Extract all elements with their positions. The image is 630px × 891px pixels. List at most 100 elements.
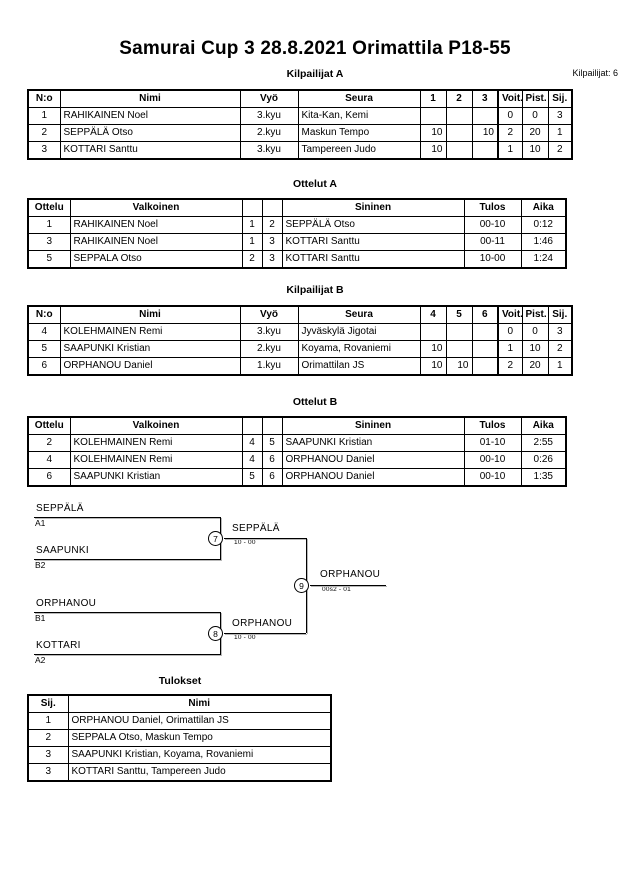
col-time: Aika: [520, 416, 567, 435]
cell-match-3: [471, 107, 499, 125]
col-club: Seura: [297, 305, 421, 324]
table-row: 3 SAAPUNKI Kristian, Koyama, Rovaniemi: [27, 746, 332, 764]
col-wins: Voit.: [497, 305, 523, 324]
cell-points: 20: [521, 357, 549, 376]
cell-time: 0:12: [520, 216, 567, 234]
col-white-no: [241, 416, 263, 435]
caption-results: Tulokset: [158, 675, 202, 687]
table-header-row: Ottelu Valkoinen Sininen Tulos Aika: [27, 198, 567, 217]
cell-white-no: 4: [241, 434, 263, 452]
cell-rank: 2: [547, 340, 573, 358]
cell-match-5: [445, 340, 473, 358]
cell-match-no: 5: [27, 250, 71, 269]
caption-pool-b: Kilpailijat B: [286, 284, 344, 296]
bracket-seed-2: B2: [35, 560, 46, 570]
cell-rank: 2: [27, 729, 69, 747]
competitor-count-label: Kilpailijat: 6: [572, 68, 618, 78]
cell-time: 1:24: [520, 250, 567, 269]
cell-wins: 1: [497, 340, 523, 358]
table-row: 2 KOLEHMAINEN Remi 4 5 SAAPUNKI Kristian…: [27, 434, 567, 452]
bracket-node-8-score: 10 - 00: [234, 634, 256, 641]
bracket-line-entry-2-shadow: [35, 560, 221, 561]
cell-name: ORPHANOU Daniel, Orimattilan JS: [67, 712, 332, 730]
bracket-line-entry-4-shadow: [35, 655, 221, 656]
cell-name: SEPPÄLÄ Otso: [59, 124, 241, 142]
caption-matches-b: Ottelut B: [292, 396, 338, 408]
cell-rank: 1: [547, 357, 573, 376]
cell-rank: 3: [547, 107, 573, 125]
bracket-line-node-8-out: [224, 633, 306, 634]
col-result: Tulos: [463, 416, 522, 435]
col-wins: Voit.: [497, 89, 523, 108]
cell-match-no: 2: [27, 434, 71, 452]
cell-name: SAAPUNKI Kristian: [59, 340, 241, 358]
col-match-no: Ottelu: [27, 198, 71, 217]
cell-match-1: [419, 107, 447, 125]
cell-rank: 3: [27, 763, 69, 782]
col-match-1: 1: [419, 89, 447, 108]
bracket-line-node-7-out-shadow: [225, 539, 307, 540]
cell-white: RAHIKAINEN Noel: [69, 216, 243, 234]
page-title: Samurai Cup 3 28.8.2021 Orimattila P18-5…: [119, 38, 511, 59]
bracket-node-9: 9: [294, 578, 309, 593]
col-match-3: 3: [471, 89, 499, 108]
col-blue: Sininen: [281, 416, 465, 435]
cell-match-4: 10: [419, 340, 447, 358]
cell-club: Orimattilan JS: [297, 357, 421, 376]
table-results: Sij. Nimi 1 ORPHANOU Daniel, Orimattilan…: [27, 694, 332, 782]
col-blue-no: [261, 416, 283, 435]
cell-name: KOTTARI Santtu, Tampereen Judo: [67, 763, 332, 782]
cell-result: 00-11: [463, 233, 522, 251]
cell-club: Kita-Kan, Kemi: [297, 107, 421, 125]
table-row: 3 RAHIKAINEN Noel 1 3 KOTTARI Santtu 00-…: [27, 233, 567, 251]
cell-match-1: 10: [419, 124, 447, 142]
table-header-row: Sij. Nimi: [27, 694, 332, 713]
cell-white: KOLEHMAINEN Remi: [69, 434, 243, 452]
cell-club: Jyväskylä Jigotai: [297, 323, 421, 341]
cell-blue-no: 6: [261, 451, 283, 469]
table-row: 1 RAHIKAINEN Noel 1 2 SEPPÄLÄ Otso 00-10…: [27, 216, 567, 234]
col-match-6: 6: [471, 305, 499, 324]
cell-blue: SAAPUNKI Kristian: [281, 434, 465, 452]
bracket-line-node-9-out-shadow: [311, 586, 387, 587]
cell-result: 00-10: [463, 451, 522, 469]
cell-match-2: [445, 107, 473, 125]
cell-name: KOTTARI Santtu: [59, 141, 241, 160]
cell-result: 10-00: [463, 250, 522, 269]
table-row: 6 ORPHANOU Daniel 1.kyu Orimattilan JS 1…: [27, 357, 573, 376]
bracket-line-node-8-out-shadow: [225, 634, 307, 635]
cell-blue: KOTTARI Santtu: [281, 250, 465, 269]
bracket-node-8-winner: ORPHANOU: [232, 618, 293, 629]
col-club: Seura: [297, 89, 421, 108]
cell-match-6: [471, 357, 499, 376]
cell-wins: 2: [497, 357, 523, 376]
cell-blue-no: 3: [261, 233, 283, 251]
cell-name: SEPPALA Otso, Maskun Tempo: [67, 729, 332, 747]
bracket-line-node-9-out: [310, 585, 386, 586]
bracket-entry-name-1: SEPPÄLÄ: [36, 503, 84, 514]
cell-match-5: 10: [445, 357, 473, 376]
cell-blue-no: 6: [261, 468, 283, 487]
cell-white-no: 4: [241, 451, 263, 469]
elimination-bracket: SEPPÄLÄ A1 SAAPUNKI B2 7 SEPPÄLÄ 10 - 00…: [0, 495, 630, 670]
bracket-seed-3: B1: [35, 613, 46, 623]
col-no: N:o: [27, 89, 61, 108]
col-points: Pist.: [521, 89, 549, 108]
col-belt: Vyö: [239, 305, 299, 324]
bracket-entry-name-3: ORPHANOU: [36, 598, 97, 609]
cell-points: 10: [521, 141, 549, 160]
cell-match-no: 1: [27, 216, 71, 234]
col-name: Nimi: [67, 694, 332, 713]
bracket-line-entry-2: [34, 559, 220, 560]
cell-belt: 2.kyu: [239, 124, 299, 142]
cell-wins: 0: [497, 107, 523, 125]
cell-wins: 2: [497, 124, 523, 142]
cell-name: RAHIKAINEN Noel: [59, 107, 241, 125]
col-white-no: [241, 198, 263, 217]
cell-match-4: 10: [419, 357, 447, 376]
col-belt: Vyö: [239, 89, 299, 108]
cell-white-no: 5: [241, 468, 263, 487]
cell-club: Tampereen Judo: [297, 141, 421, 160]
cell-blue-no: 2: [261, 216, 283, 234]
